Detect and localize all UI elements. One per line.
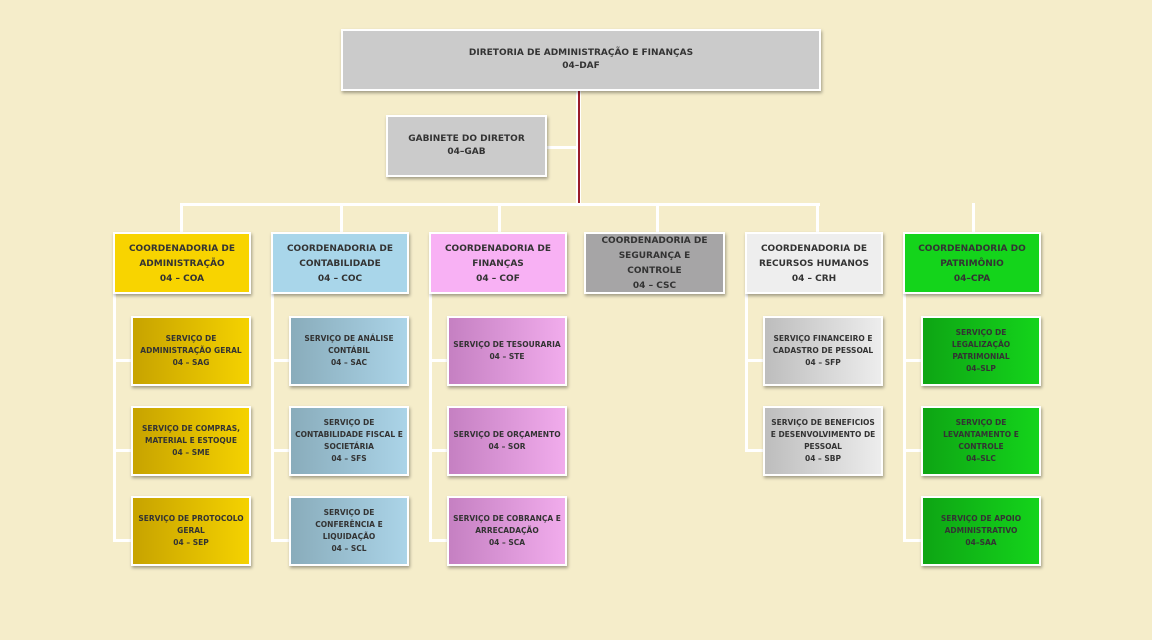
coord-code: 04 – CSC bbox=[632, 281, 677, 291]
connector-trunk-accent bbox=[578, 88, 580, 206]
director-code: 04–DAF bbox=[562, 61, 600, 71]
coord-title: COORDENADORIA DE CONTABILIDADE bbox=[286, 243, 394, 269]
coord-box-cof: COORDENADORIA DE FINANÇAS 04 – COF bbox=[429, 232, 567, 294]
service-code: 04–SLC bbox=[966, 454, 996, 463]
service-box-sag: SERVIÇO DE ADMINISTRAÇÃO GERAL 04 – SAG bbox=[131, 316, 251, 386]
coord-title: COORDENADORIA DO PATRIMÔNIO bbox=[918, 243, 1026, 269]
service-box-sac: SERVIÇO DE ANÁLISE CONTÁBIL 04 – SAC bbox=[289, 316, 409, 386]
rail-crh bbox=[745, 292, 748, 451]
service-title: SERVIÇO DE LEGALIZAÇÃO PATRIMONIAL bbox=[951, 328, 1011, 361]
director-title: DIRETORIA DE ADMINISTRAÇÃO E FINANÇAS bbox=[468, 48, 694, 58]
coord-box-cpa: COORDENADORIA DO PATRIMÔNIO 04–CPA bbox=[903, 232, 1041, 294]
service-title: SERVIÇO FINANCEIRO E CADASTRO DE PESSOAL bbox=[772, 334, 874, 355]
connector-cabinet bbox=[545, 146, 578, 149]
coord-title: COORDENADORIA DE ADMINISTRAÇÃO bbox=[128, 243, 236, 269]
rail-coc bbox=[271, 292, 274, 541]
branch bbox=[429, 539, 449, 542]
service-title: SERVIÇO DE CONFERÊNCIA E LIQUIDAÇÃO bbox=[315, 508, 383, 541]
service-box-slc: SERVIÇO DE LEVANTAMENTO E CONTROLE 04–SL… bbox=[921, 406, 1041, 476]
coord-code: 04 – COF bbox=[476, 273, 520, 284]
coord-title: COORDENADORIA DE FINANÇAS bbox=[444, 243, 552, 269]
service-code: 04 – SME bbox=[172, 448, 210, 457]
rail-coa bbox=[113, 292, 116, 541]
branch bbox=[113, 359, 133, 362]
branch bbox=[429, 359, 449, 362]
service-box-sor: SERVIÇO DE ORÇAMENTO 04 – SOR bbox=[447, 406, 567, 476]
service-box-ste: SERVIÇO DE TESOURARIA 04 – STE bbox=[447, 316, 567, 386]
connector-drop-coc bbox=[340, 203, 343, 235]
service-box-slp: SERVIÇO DE LEGALIZAÇÃO PATRIMONIAL 04–SL… bbox=[921, 316, 1041, 386]
branch bbox=[903, 539, 923, 542]
service-title: SERVIÇO DE ADMINISTRAÇÃO GERAL bbox=[140, 334, 242, 355]
service-title: SERVIÇO DE COMPRAS, MATERIAL E ESTOQUE bbox=[141, 424, 241, 445]
service-code: 04 – SFP bbox=[805, 358, 841, 367]
service-code: 04 – SFS bbox=[331, 454, 367, 463]
coord-box-csc: COORDENADORIA DE SEGURANÇA E CONTROLE 04… bbox=[584, 232, 725, 294]
service-box-scl: SERVIÇO DE CONFERÊNCIA E LIQUIDAÇÃO 04 –… bbox=[289, 496, 409, 566]
service-code: 04–SLP bbox=[966, 364, 996, 373]
director-box: DIRETORIA DE ADMINISTRAÇÃO E FINANÇAS 04… bbox=[341, 29, 821, 91]
service-code: 04 – SAG bbox=[172, 358, 210, 367]
service-title: SERVIÇO DE COBRANÇA E ARRECADAÇÃO bbox=[453, 514, 561, 535]
service-code: 04 – SBP bbox=[804, 454, 842, 463]
service-title: SERVIÇO DE CONTABILIDADE FISCAL E SOCIET… bbox=[295, 418, 403, 451]
service-title: SERVIÇO DE PROTOCOLO GERAL bbox=[138, 514, 244, 535]
connector-drop-coa bbox=[180, 203, 183, 235]
cabinet-box: GABINETE DO DIRETOR 04–GAB bbox=[386, 115, 547, 177]
branch bbox=[903, 449, 923, 452]
service-title: SERVIÇO DE ANÁLISE CONTÁBIL bbox=[304, 334, 394, 355]
service-title: SERVIÇO DE ORÇAMENTO bbox=[453, 430, 561, 439]
service-box-sca: SERVIÇO DE COBRANÇA E ARRECADAÇÃO 04 – S… bbox=[447, 496, 567, 566]
connector-drop-crh bbox=[816, 203, 819, 235]
service-box-sbp: SERVIÇO DE BENEFICIOS E DESENVOLVIMENTO … bbox=[763, 406, 883, 476]
connector-drop-cof bbox=[498, 203, 501, 235]
cabinet-title: GABINETE DO DIRETOR bbox=[408, 134, 525, 144]
branch bbox=[113, 449, 133, 452]
coord-code: 04–CPA bbox=[953, 273, 991, 284]
service-code: 04 – STE bbox=[489, 352, 525, 361]
branch bbox=[271, 449, 291, 452]
service-box-sfp: SERVIÇO FINANCEIRO E CADASTRO DE PESSOAL… bbox=[763, 316, 883, 386]
service-code: 04–SAA bbox=[965, 538, 997, 547]
branch bbox=[271, 359, 291, 362]
service-code: 04 – SCA bbox=[488, 538, 526, 547]
service-code: 04 – SAC bbox=[330, 358, 368, 367]
coord-box-coa: COORDENADORIA DE ADMINISTRAÇÃO 04 – COA bbox=[113, 232, 251, 294]
service-box-sfs: SERVIÇO DE CONTABILIDADE FISCAL E SOCIET… bbox=[289, 406, 409, 476]
service-title: SERVIÇO DE TESOURARIA bbox=[453, 340, 561, 349]
service-box-sep: SERVIÇO DE PROTOCOLO GERAL 04 – SEP bbox=[131, 496, 251, 566]
coord-title: COORDENADORIA DE SEGURANÇA E CONTROLE bbox=[601, 236, 708, 276]
branch bbox=[113, 539, 133, 542]
branch bbox=[745, 359, 765, 362]
branch bbox=[745, 449, 765, 452]
coord-code: 04 – COA bbox=[159, 273, 205, 284]
coord-box-crh: COORDENADORIA DE RECURSOS HUMANOS 04 – C… bbox=[745, 232, 883, 294]
coord-box-coc: COORDENADORIA DE CONTABILIDADE 04 – COC bbox=[271, 232, 409, 294]
rail-cof bbox=[429, 292, 432, 541]
service-title: SERVIÇO DE LEVANTAMENTO E CONTROLE bbox=[943, 418, 1019, 451]
service-box-saa: SERVIÇO DE APOIO ADMINISTRATIVO 04–SAA bbox=[921, 496, 1041, 566]
service-box-sme: SERVIÇO DE COMPRAS, MATERIAL E ESTOQUE 0… bbox=[131, 406, 251, 476]
service-code: 04 – SOR bbox=[488, 442, 526, 451]
rail-cpa bbox=[903, 292, 906, 541]
service-code: 04 – SCL bbox=[331, 544, 367, 553]
service-title: SERVIÇO DE BENEFICIOS E DESENVOLVIMENTO … bbox=[770, 418, 876, 451]
service-code: 04 – SEP bbox=[173, 538, 209, 547]
coord-title: COORDENADORIA DE RECURSOS HUMANOS bbox=[758, 243, 870, 269]
cabinet-code: 04–GAB bbox=[447, 147, 486, 157]
coord-code: 04 – CRH bbox=[791, 273, 837, 284]
coord-code: 04 – COC bbox=[317, 273, 363, 284]
service-title: SERVIÇO DE APOIO ADMINISTRATIVO bbox=[940, 514, 1022, 535]
branch bbox=[271, 539, 291, 542]
connector-drop-csc bbox=[656, 203, 659, 235]
branch bbox=[429, 449, 449, 452]
branch bbox=[903, 359, 923, 362]
connector-drop-cpa bbox=[972, 203, 975, 235]
